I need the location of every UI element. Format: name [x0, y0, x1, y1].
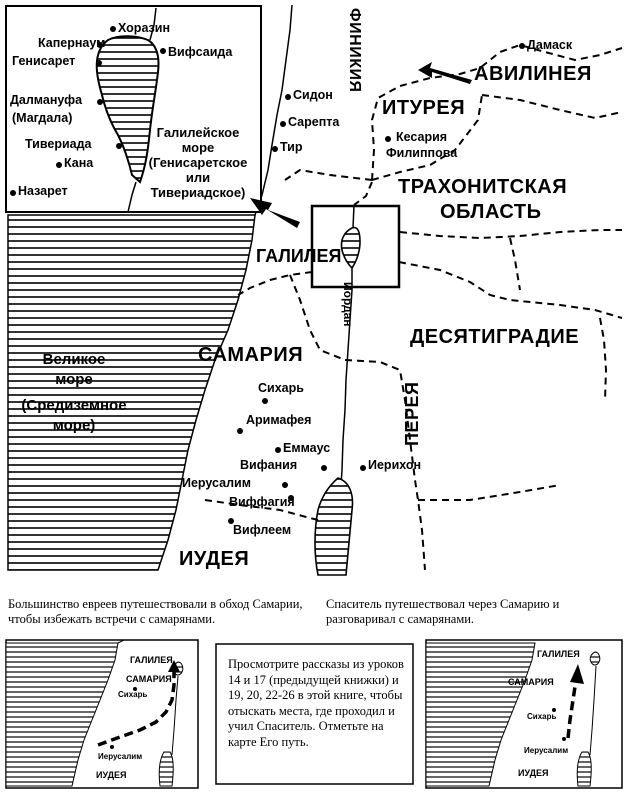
- nazaret-dot: [10, 190, 16, 196]
- sarepta-dot: [280, 121, 286, 127]
- dead-sea: [314, 477, 354, 576]
- region-iudeya: ИУДЕЯ: [179, 548, 250, 570]
- region-galileya: ГАЛИЛЕЯ: [256, 246, 342, 266]
- great-sea-line-2: море: [55, 371, 93, 388]
- sea-of-galilee: [340, 226, 361, 270]
- city-damask: Дамаск: [527, 38, 573, 52]
- instruction-box-frame: [215, 643, 414, 785]
- genisaret-dot: [96, 60, 102, 66]
- city-vifleem: Вифлеем: [233, 523, 292, 537]
- inset-sea-line-4: или: [185, 170, 211, 185]
- region-samariya: САМАРИЯ: [198, 344, 304, 366]
- great-sea-label: Великое море (Средиземное море): [14, 350, 134, 436]
- caption-left: Большинство евреев путешествовали в обхо…: [8, 597, 303, 626]
- city-sidon: Сидон: [293, 88, 333, 102]
- city-sarepta: Сарепта: [288, 115, 340, 129]
- damascus-arrow: [418, 62, 472, 84]
- city-magdala: (Магдала): [12, 111, 73, 125]
- small-map-right: [425, 639, 623, 789]
- kapernaum-dot: [97, 42, 103, 48]
- region-finikiya: ФИНИКИЯ: [346, 8, 363, 93]
- city-horazin: Хоразин: [118, 21, 170, 35]
- tir-dot: [272, 146, 278, 152]
- city-ierusalim: Иерусалим: [182, 476, 251, 490]
- region-trachonitis-2: ОБЛАСТЬ: [440, 201, 542, 223]
- inset-sea-label: Галилейское море (Генисаретское или Тиве…: [138, 125, 258, 200]
- city-kesariya-2: Филиппова: [386, 146, 458, 160]
- vifaniya-dot: [321, 465, 327, 471]
- city-sihar: Сихарь: [258, 381, 304, 395]
- vifleem-dot: [228, 518, 234, 524]
- damask-dot: [519, 43, 525, 49]
- small-right-iudeya: ИУДЕЯ: [518, 768, 549, 778]
- arimafeya-dot: [237, 428, 243, 434]
- city-nazaret: Назарет: [18, 184, 68, 198]
- city-tir: Тир: [280, 140, 303, 154]
- inset-sea-line-2: море: [181, 140, 215, 155]
- region-trachonitis-1: ТРАХОНИТСКАЯ: [398, 176, 568, 198]
- kesariya-dot: [385, 136, 391, 142]
- ierihon-dot: [360, 465, 366, 471]
- city-kapernaum: Капернаум: [38, 36, 106, 50]
- inset-lake: [95, 35, 160, 184]
- city-vifaniya: Вифания: [240, 458, 298, 472]
- inset-sea-line-3: (Генисаретское: [148, 155, 248, 170]
- small-right-samariya: САМАРИЯ: [508, 677, 554, 687]
- city-tiveriada: Тивериада: [25, 137, 92, 151]
- great-sea-line-4: море): [52, 417, 96, 434]
- region-itureya: ИТУРЕЯ: [382, 97, 466, 119]
- city-kana: Кана: [64, 156, 94, 170]
- city-vifsaida: Вифсаида: [168, 45, 233, 59]
- inset-sea-line-1: Галилейское: [156, 125, 240, 140]
- small-left-ierusalim: Иерусалим: [98, 752, 143, 761]
- great-sea-line-3: (Средиземное: [21, 397, 127, 414]
- horazin-dot: [110, 26, 116, 32]
- sidon-dot: [285, 94, 291, 100]
- small-left-sihar: Сихарь: [118, 690, 148, 699]
- river-jordan: Иордан: [341, 282, 355, 327]
- phoenicia-coast: [254, 4, 293, 216]
- caption-right: Спаситель путешествовал через Самарию и …: [326, 597, 560, 626]
- small-left-galileya: ГАЛИЛЕЯ: [130, 655, 173, 665]
- vifsaida-dot: [160, 48, 166, 54]
- city-emmaus: Еммаус: [283, 441, 331, 455]
- mediterranean-sea: [7, 214, 256, 571]
- small-right-sihar: Сихарь: [527, 712, 557, 721]
- tiveriada-dot: [116, 143, 122, 149]
- city-ierihon: Иерихон: [368, 458, 422, 472]
- inset-river-south: [127, 181, 137, 213]
- inset-pointer-arrow: [250, 198, 300, 228]
- region-pereya: ПЕРЕЯ: [402, 381, 422, 446]
- ierusalim-dot: [282, 482, 288, 488]
- jordan-river: [340, 204, 355, 486]
- city-dalmanufa: Далмануфа: [10, 93, 83, 107]
- inset-river-north: [149, 7, 157, 41]
- dalmanufa-dot: [97, 99, 103, 105]
- emmaus-dot: [275, 447, 281, 453]
- kana-dot: [56, 162, 62, 168]
- instruction-box-text: Просмотрите рассказы из уроков 14 и 17 (…: [228, 657, 404, 749]
- great-sea-line-1: Великое: [42, 351, 106, 368]
- city-viffagiya: Виффагия: [229, 495, 295, 509]
- small-right-ierusalim: Иерусалим: [524, 746, 569, 755]
- city-kesariya-1: Кесария: [396, 130, 448, 144]
- viffagiya-dot: [288, 495, 294, 501]
- small-map-left: [5, 639, 199, 789]
- small-left-samariya: САМАРИЯ: [126, 674, 172, 684]
- galilee-highlight-box: [310, 204, 401, 289]
- small-left-iudeya: ИУДЕЯ: [96, 770, 127, 780]
- small-right-galileya: ГАЛИЛЕЯ: [537, 649, 580, 659]
- sihar-dot: [262, 398, 268, 404]
- city-arimafeya: Аримафея: [246, 413, 312, 427]
- region-avilineya: АВИЛИНЕЯ: [474, 63, 592, 85]
- city-genisaret: Генисарет: [12, 54, 76, 68]
- inset-sea-line-5: Тивериадское): [150, 185, 246, 200]
- region-desyatigradie: ДЕСЯТИГРАДИЕ: [410, 326, 580, 348]
